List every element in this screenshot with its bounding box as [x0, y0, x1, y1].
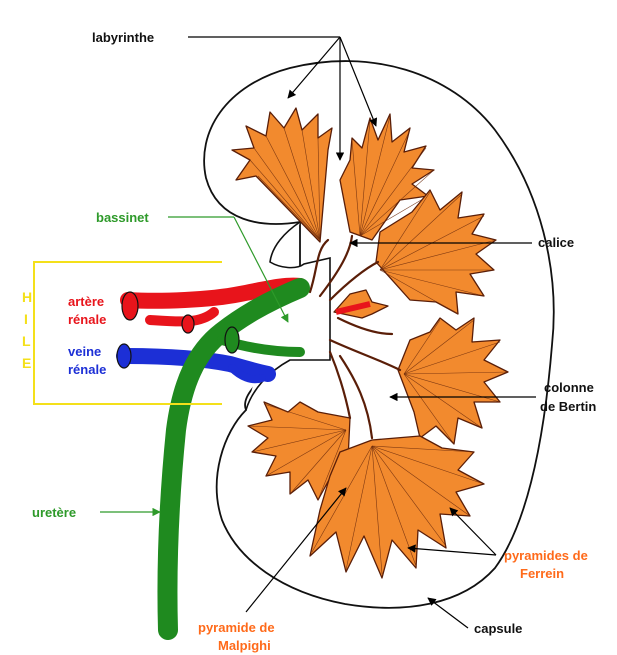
- label-pyramides-line1: pyramides de: [504, 548, 588, 563]
- label-hile-h: H: [22, 289, 32, 305]
- label-artere-line1: artère: [68, 294, 104, 309]
- label-pyramide-line2: Malpighi: [218, 638, 271, 653]
- label-bassinet: bassinet: [96, 210, 149, 225]
- label-uretere: uretère: [32, 505, 76, 520]
- label-artere-line2: rénale: [68, 312, 106, 327]
- label-veine-line2: rénale: [68, 362, 106, 377]
- label-veine-line1: veine: [68, 344, 101, 359]
- label-hile-e: E: [22, 355, 31, 371]
- label-capsule: capsule: [474, 621, 522, 636]
- label-pyramide-line1: pyramide de: [198, 620, 275, 635]
- label-pyramides-line2: Ferrein: [520, 566, 564, 581]
- label-labyrinthe: labyrinthe: [92, 30, 154, 45]
- label-colonne-line2: de Bertin: [540, 399, 596, 414]
- label-hile-i: I: [24, 311, 28, 327]
- label-hile-l: L: [22, 333, 31, 349]
- label-colonne-line1: colonne: [544, 380, 594, 395]
- label-calice: calice: [538, 235, 574, 250]
